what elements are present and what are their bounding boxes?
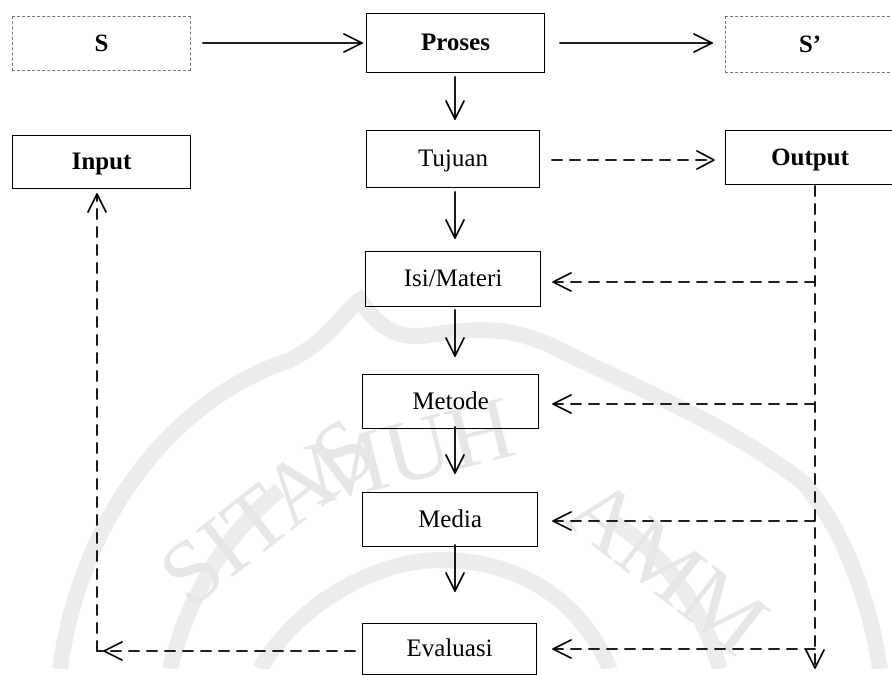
arrowhead-media-evaluasi bbox=[445, 572, 465, 592]
arrowhead-isi-metode bbox=[445, 337, 465, 357]
arrowhead-output-metode bbox=[552, 394, 572, 414]
arrowhead-tujuan-output bbox=[696, 150, 715, 170]
arrowhead-proses-tujuan bbox=[445, 100, 465, 120]
node-metode: Metode bbox=[362, 374, 539, 429]
arrowhead-output-isi bbox=[552, 272, 572, 292]
node-media: Media bbox=[362, 492, 538, 547]
node-evaluasi: Evaluasi bbox=[362, 623, 537, 675]
arrowhead-output-trunk bbox=[805, 649, 825, 669]
node-tujuan: Tujuan bbox=[366, 130, 540, 188]
arrowhead-output-evaluasi bbox=[552, 639, 572, 659]
arrowhead-evaluasi-left bbox=[103, 641, 123, 661]
arrowhead-proses-s-prime bbox=[693, 33, 713, 53]
node-proses: Proses bbox=[366, 13, 545, 73]
node-s-prime: S’ bbox=[725, 16, 892, 73]
arrowhead-evaluasi-input bbox=[87, 193, 107, 213]
arrowhead-output-media bbox=[552, 511, 572, 531]
node-input: Input bbox=[12, 135, 191, 189]
node-output: Output bbox=[725, 130, 892, 185]
node-isi-materi: Isi/Materi bbox=[365, 251, 541, 307]
arrowhead-tujuan-isi bbox=[445, 219, 465, 239]
arrowhead-metode-media bbox=[445, 454, 465, 474]
node-s: S bbox=[12, 16, 191, 71]
arrowhead-s-proses bbox=[343, 33, 363, 53]
